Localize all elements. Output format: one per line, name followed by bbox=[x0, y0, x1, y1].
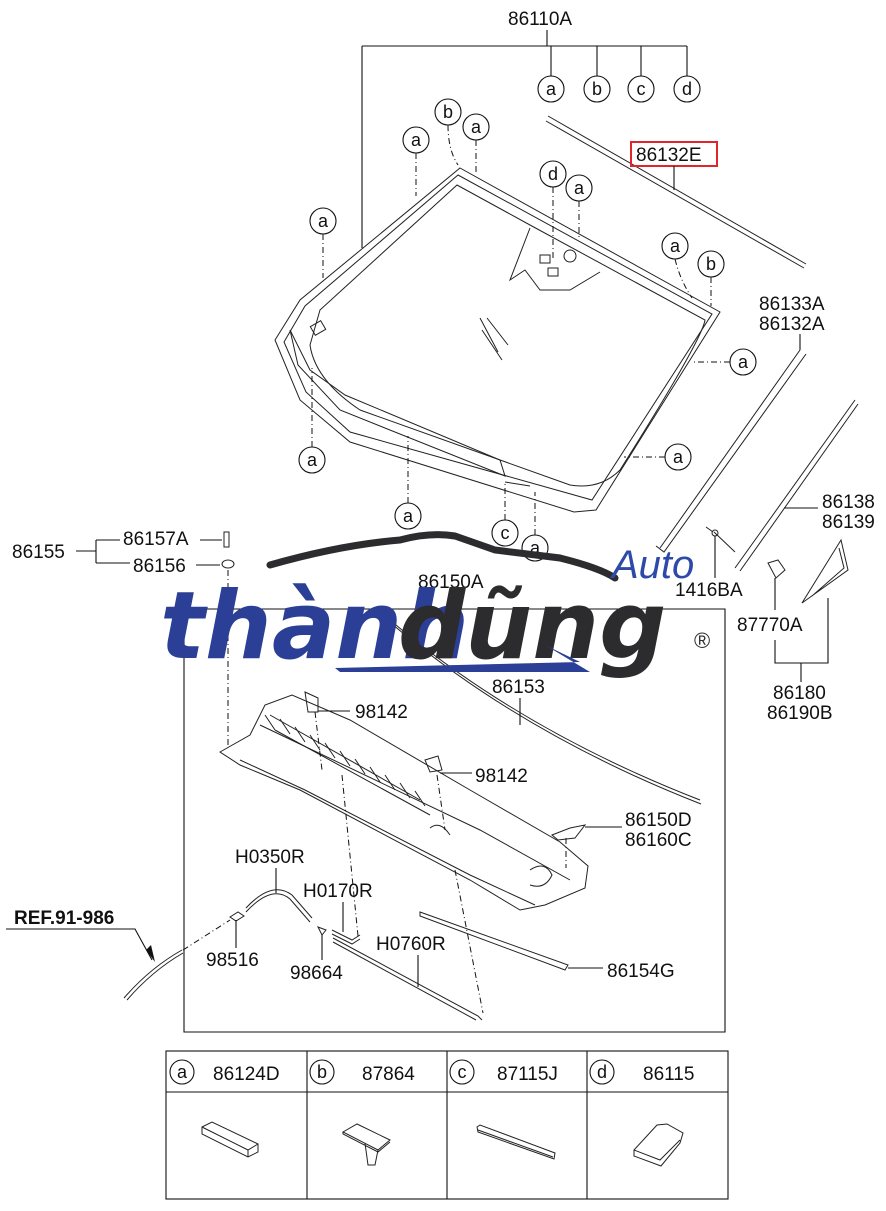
bracket-lines bbox=[361, 30, 688, 248]
legend-col-d: d 86115 bbox=[589, 1059, 694, 1167]
logo-word-dung: dũng bbox=[398, 572, 666, 681]
clip-86157A bbox=[223, 531, 230, 548]
svg-text:c: c bbox=[637, 79, 646, 99]
hose-H0170R bbox=[331, 929, 361, 945]
svg-text:a: a bbox=[403, 506, 414, 526]
part-label-86150D[interactable]: 86150D bbox=[625, 810, 692, 831]
svg-text:a: a bbox=[471, 117, 482, 137]
strip-86154G bbox=[419, 911, 569, 971]
svg-text:a: a bbox=[673, 447, 684, 467]
part-label-86155[interactable]: 86155 bbox=[12, 542, 65, 563]
svg-text:b: b bbox=[592, 79, 602, 99]
washer-nozzles-98142 bbox=[304, 691, 443, 773]
part-label-86132A[interactable]: 86132A bbox=[759, 314, 825, 335]
part-label-86132E[interactable]: 86132E bbox=[636, 145, 702, 166]
svg-text:a: a bbox=[530, 538, 541, 558]
svg-text:b: b bbox=[317, 1062, 327, 1082]
part-label-H0170R[interactable]: H0170R bbox=[303, 881, 373, 902]
ref-label[interactable]: REF.91-986 bbox=[14, 908, 114, 929]
legend-col-a: a 86124D bbox=[169, 1059, 280, 1158]
part-label-98142-2[interactable]: 98142 bbox=[475, 766, 528, 787]
svg-text:a: a bbox=[546, 79, 557, 99]
part-label-86153[interactable]: 86153 bbox=[492, 677, 545, 698]
weatherstrip-86153 bbox=[389, 619, 702, 805]
watermark-logo: thành dũng Auto ® bbox=[160, 531, 710, 681]
legend-part-87115J[interactable]: 87115J bbox=[497, 1064, 558, 1085]
clip-c-icon bbox=[476, 1124, 556, 1160]
clip-b-icon bbox=[341, 1123, 391, 1166]
legend-col-c: c 87115J bbox=[449, 1059, 558, 1160]
svg-text:a: a bbox=[318, 211, 329, 231]
svg-text:c: c bbox=[501, 523, 510, 543]
svg-text:d: d bbox=[682, 79, 692, 99]
part-label-86133A[interactable]: 86133A bbox=[759, 294, 825, 315]
part-label-86190B[interactable]: 86190B bbox=[767, 703, 833, 724]
hose-H0760R bbox=[332, 937, 483, 1021]
part-label-86139[interactable]: 86139 bbox=[822, 512, 875, 533]
logo-auto: Auto bbox=[610, 543, 694, 587]
registered-mark: ® bbox=[694, 628, 710, 653]
hose-H0350R bbox=[245, 889, 313, 923]
part-label-98664[interactable]: 98664 bbox=[290, 963, 343, 984]
svg-text:a: a bbox=[307, 450, 318, 470]
svg-text:a: a bbox=[411, 130, 422, 150]
swoosh-icon bbox=[335, 645, 590, 672]
part-label-86110A[interactable]: 86110A bbox=[508, 9, 572, 30]
svg-text:d: d bbox=[597, 1062, 607, 1082]
cowl-panel bbox=[219, 694, 589, 911]
clip-87770A bbox=[767, 559, 786, 579]
windshield-glass bbox=[274, 167, 721, 513]
part-label-86156[interactable]: 86156 bbox=[133, 556, 186, 577]
car-silhouette-icon bbox=[266, 531, 619, 582]
legend-part-86115[interactable]: 86115 bbox=[643, 1064, 694, 1085]
part-label-86154G[interactable]: 86154G bbox=[607, 961, 675, 982]
clip-1416BA bbox=[705, 526, 736, 553]
part-label-98516[interactable]: 98516 bbox=[206, 950, 259, 971]
part-label-86150A[interactable]: 86150A bbox=[418, 572, 484, 593]
part-label-86138[interactable]: 86138 bbox=[822, 492, 875, 513]
top-molding-part bbox=[545, 115, 807, 269]
svg-text:a: a bbox=[177, 1062, 188, 1082]
bracket-86150D bbox=[551, 824, 587, 841]
part-label-86160C[interactable]: 86160C bbox=[625, 830, 692, 851]
logo-word-thanh: thành bbox=[160, 572, 469, 681]
part-label-98142-1[interactable]: 98142 bbox=[355, 702, 408, 723]
svg-text:b: b bbox=[443, 102, 453, 122]
legend-col-b: b 87864 bbox=[309, 1059, 415, 1166]
legend-part-87864[interactable]: 87864 bbox=[362, 1064, 415, 1085]
connector-98516 bbox=[229, 911, 245, 922]
legend-part-86124D[interactable]: 86124D bbox=[213, 1064, 280, 1085]
clip-a-icon bbox=[201, 1121, 259, 1158]
side-trim-86138 bbox=[734, 399, 859, 572]
part-label-1416BA[interactable]: 1416BA bbox=[675, 580, 743, 601]
side-molding-86133A bbox=[655, 349, 807, 553]
svg-text:a: a bbox=[670, 236, 681, 256]
svg-text:d: d bbox=[548, 164, 558, 184]
cowl-group-box bbox=[183, 593, 726, 1033]
ref-hose bbox=[123, 949, 184, 1001]
svg-text:c: c bbox=[458, 1062, 467, 1082]
part-label-H0350R[interactable]: H0350R bbox=[235, 847, 305, 868]
windshield-callouts: aa b a a d a a b a a a a c a bbox=[298, 98, 757, 562]
part-label-H0760R[interactable]: H0760R bbox=[376, 934, 446, 955]
ref-arrow-icon bbox=[146, 945, 155, 962]
part-label-86157A[interactable]: 86157A bbox=[123, 529, 189, 550]
svg-text:b: b bbox=[706, 254, 716, 274]
legend-table: a 86124D b 87864 c 87115J d 86115 bbox=[165, 1050, 729, 1200]
svg-text:a: a bbox=[574, 178, 585, 198]
top-callouts: a b c d bbox=[537, 75, 701, 103]
svg-text:a: a bbox=[738, 352, 749, 372]
clip-d-icon bbox=[633, 1123, 684, 1167]
connector-98664 bbox=[316, 926, 327, 936]
part-label-86180[interactable]: 86180 bbox=[773, 683, 826, 704]
part-label-87770A[interactable]: 87770A bbox=[737, 615, 803, 636]
clip-86156 bbox=[221, 559, 235, 569]
corner-trim-86180 bbox=[801, 538, 849, 604]
